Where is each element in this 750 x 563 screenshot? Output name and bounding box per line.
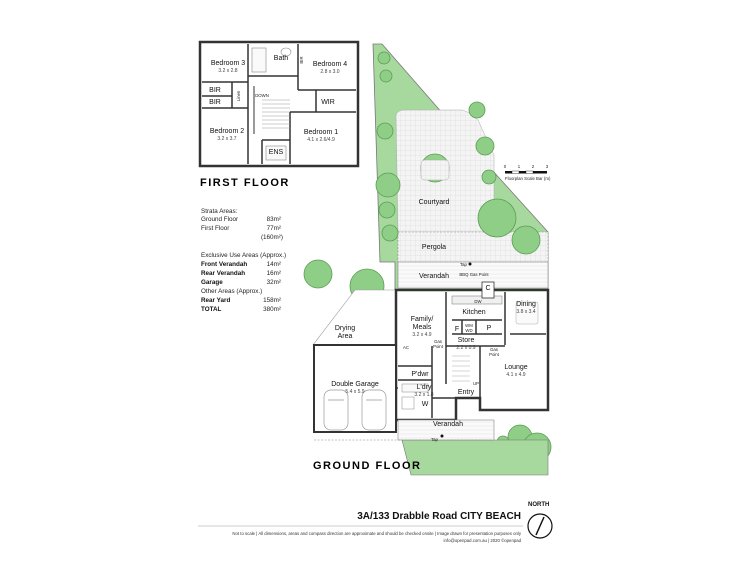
fridge-label: F xyxy=(455,326,459,333)
entry-label: Entry xyxy=(458,389,475,396)
ground-floor-plan: Courtyard Pergola Verandah Tap BBQ Gas P… xyxy=(303,43,552,476)
store-dims: 2.2 x 0.9 xyxy=(456,345,475,351)
bedroom1-dims: 4.1 x 2.6/4.9 xyxy=(307,137,335,143)
scale-tick-2: 2 xyxy=(532,164,535,169)
credit-text: info@openpad.com.au | 2020 ©openpad xyxy=(444,538,522,543)
dining-label: Dining xyxy=(516,301,536,308)
bbq-label: BBQ Gas Point xyxy=(459,272,489,277)
wm-label: WM xyxy=(465,323,473,328)
disclaimer-text: Not to scale | All dimensions, areas and… xyxy=(232,531,521,536)
bir1-label: BIR xyxy=(209,87,221,94)
drying-area-label: Area xyxy=(338,333,353,340)
bedroom3-dims: 3.2 x 2.8 xyxy=(218,68,237,74)
scale-tick-0: 0 xyxy=(504,164,507,169)
family-dims: 3.2 x 4.9 xyxy=(412,332,431,338)
rear-verandah-area xyxy=(397,261,549,289)
area-row-value: 158m² xyxy=(263,297,281,304)
area-row-value: (160m²) xyxy=(261,234,283,241)
store-label: Store xyxy=(458,337,475,344)
linen-label: Linen xyxy=(236,90,241,101)
area-row-label: Rear Verandah xyxy=(201,270,245,277)
family-label: Family/ xyxy=(411,316,434,323)
area-row-label: Front Verandah xyxy=(201,261,247,268)
first-floor-title: FIRST FLOOR xyxy=(200,177,290,189)
scale-label: Floorplan Scale Bar (m) xyxy=(505,176,551,181)
ground-floor-title: GROUND FLOOR xyxy=(313,460,421,472)
bedroom3-label: Bedroom 3 xyxy=(211,60,245,67)
area-row-label: First Floor xyxy=(201,225,229,232)
pergola-label: Pergola xyxy=(422,244,446,251)
front-garden xyxy=(401,439,549,476)
c-label: C xyxy=(485,285,490,292)
dw-label: DW xyxy=(474,299,482,304)
ens-label: ENS xyxy=(269,149,284,156)
area-row-value: 77m² xyxy=(267,225,281,232)
up-label: UP xyxy=(473,381,479,386)
garage-dims: 5.4 x 5.9 xyxy=(345,389,364,395)
area-row-label: Exclusive Use Areas (Approx.) xyxy=(201,252,286,259)
scale-tick-1: 1 xyxy=(518,164,521,169)
wd-label: WD xyxy=(465,328,472,333)
meals-label: Meals xyxy=(413,324,432,331)
first-floor-plan: Bedroom 3 3.2 x 2.8 Bath BIR Bedroom 4 2… xyxy=(198,40,360,168)
laundry-label: L'dry xyxy=(417,384,432,391)
bir-top-label: BIR xyxy=(299,56,304,63)
north-compass xyxy=(527,513,553,539)
pwdr-label: P'dwr xyxy=(411,371,429,378)
bath-label: Bath xyxy=(274,55,289,62)
bedroom4-label: Bedroom 4 xyxy=(313,61,347,68)
gas-family-point-label: Point xyxy=(433,344,444,349)
rear-verandah-label: Verandah xyxy=(419,273,449,280)
scale-tick-3: 3 xyxy=(546,164,549,169)
gas-lounge-label: Gas xyxy=(490,347,498,352)
tap-rear-label: Tap xyxy=(460,262,468,267)
area-row-value: 16m² xyxy=(267,270,281,277)
strata-heading: Strata Areas: xyxy=(201,208,238,215)
dining-dims: 3.8 x 3.4 xyxy=(516,309,535,315)
gas-family-label: Gas xyxy=(434,339,442,344)
area-row-label: TOTAL xyxy=(201,306,222,313)
north-label: NORTH xyxy=(528,502,549,508)
tap-front-label: Tap xyxy=(431,437,439,442)
bir2-label: BIR xyxy=(209,99,221,106)
pantry-label: P xyxy=(487,325,492,332)
courtyard-label: Courtyard xyxy=(419,199,450,206)
scale-bar: 0 1 2 3 Floorplan Scale Bar (m) xyxy=(504,164,551,181)
front-verandah-label: Verandah xyxy=(433,421,463,428)
gas-lounge-point-label: Point xyxy=(489,352,500,357)
bedroom1-label: Bedroom 1 xyxy=(304,129,338,136)
washer-label: W xyxy=(422,401,429,408)
bedroom2-label: Bedroom 2 xyxy=(210,128,244,135)
area-row-value: 14m² xyxy=(267,261,281,268)
lounge-dims: 4.1 x 4.9 xyxy=(506,372,525,378)
laundry-dims: 3.2 x 1.8 xyxy=(414,392,433,398)
area-row-label: Rear Yard xyxy=(201,297,230,304)
area-row-label: Garage xyxy=(201,279,223,286)
area-row-value: 32m² xyxy=(267,279,281,286)
area-row-label: Ground Floor xyxy=(201,216,238,223)
lounge-label: Lounge xyxy=(504,364,527,371)
drying-area xyxy=(312,289,397,346)
bedroom4-dims: 2.8 x 3.0 xyxy=(320,69,339,75)
down-label: DOWN xyxy=(255,93,269,98)
area-row-value: 83m² xyxy=(267,216,281,223)
area-schedule: Strata Areas: Ground Floor 83m² First Fl… xyxy=(201,208,286,313)
wir-label: WIR xyxy=(321,99,335,106)
front-verandah-area xyxy=(397,419,495,441)
kitchen-label: Kitchen xyxy=(462,309,485,316)
property-address: 3A/133 Drabble Road CITY BEACH xyxy=(357,511,521,522)
area-row-value: 380m² xyxy=(263,306,281,313)
area-row-label: Other Areas (Approx.) xyxy=(201,288,262,295)
garage-label: Double Garage xyxy=(331,381,379,388)
ac-label: AC xyxy=(403,345,409,350)
drying-label: Drying xyxy=(335,325,355,332)
bedroom2-dims: 3.2 x 3.7 xyxy=(217,136,236,142)
